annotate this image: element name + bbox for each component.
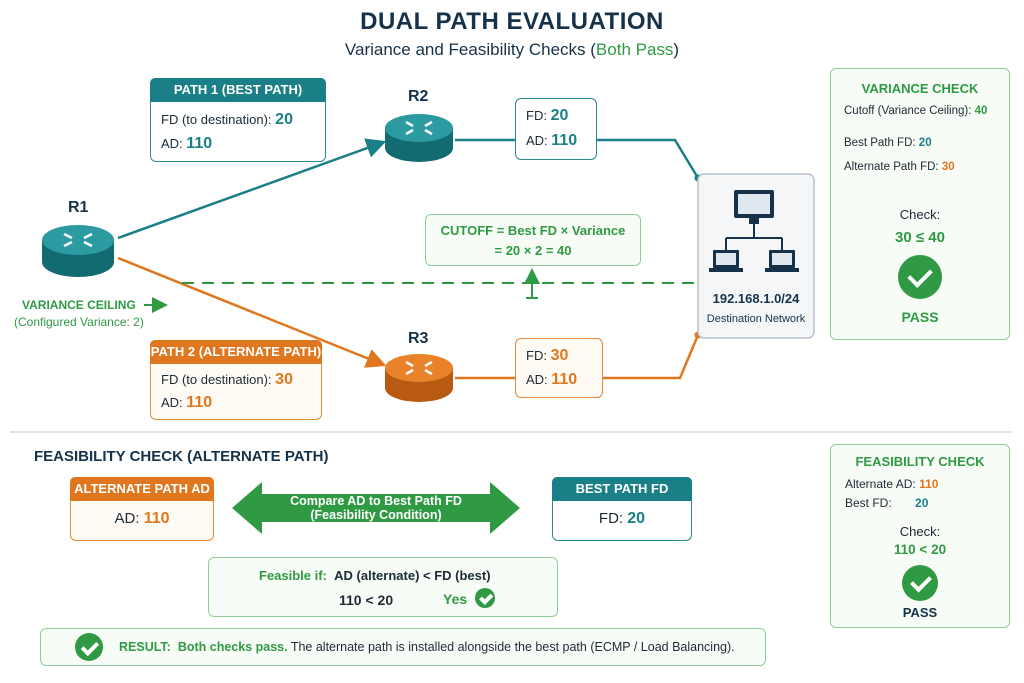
r3-fd-value: 30 <box>550 347 569 364</box>
variance-check-panel: VARIANCE CHECK Cutoff (Variance Ceiling)… <box>830 68 1010 340</box>
result-text: The alternate path is installed alongsid… <box>290 640 735 654</box>
path2-ad-value: 110 <box>186 394 213 411</box>
path2-header: PATH 2 (ALTERNATE PATH) <box>150 340 322 364</box>
alt-ad-header: ALTERNATE PATH AD <box>70 477 214 501</box>
r2-metrics-box: FD: 20 AD: 110 <box>515 98 597 160</box>
vc-best-label: Best Path FD: <box>844 137 916 149</box>
feasibility-pass-check-icon <box>902 565 938 601</box>
vc-result: PASS <box>901 309 939 325</box>
cond-expr: AD (alternate) < FD (best) <box>334 568 491 583</box>
vc-alt-value: 30 <box>941 161 955 173</box>
router-r2-icon <box>385 114 453 162</box>
best-fd-value: 20 <box>627 510 646 527</box>
vc-check-expr: 30 ≤ 40 <box>895 229 945 246</box>
path1-header: PATH 1 (BEST PATH) <box>150 78 326 102</box>
cond-result: Yes <box>443 591 468 607</box>
compare-text: Compare AD to Best Path FD (Feasibility … <box>262 494 490 522</box>
vc-best-value: 20 <box>918 137 932 149</box>
feasibility-title: FEASIBILITY CHECK (ALTERNATE PATH) <box>34 448 329 465</box>
r2-ad-label: AD: <box>526 133 548 148</box>
page-title: DUAL PATH EVALUATION <box>360 8 664 35</box>
fc-best-label: Best FD: <box>845 496 892 510</box>
destination-box <box>697 173 815 339</box>
router-r3-icon <box>385 354 453 402</box>
subtitle-pre: Variance and Feasibility Checks ( <box>344 40 596 59</box>
best-fd-header: BEST PATH FD <box>552 477 692 501</box>
router-r1-label: R1 <box>68 199 89 216</box>
vc-check-label: Check: <box>899 207 941 222</box>
path2-box: PATH 2 (ALTERNATE PATH) FD (to destinati… <box>150 340 322 420</box>
best-fd-box: BEST PATH FD FD: 20 <box>552 477 692 541</box>
destination-label: Destination Network <box>706 313 806 325</box>
r3-ad-label: AD: <box>526 372 548 387</box>
compare-arrow <box>232 482 520 534</box>
cutoff-box: CUTOFF = Best FD × Variance = 20 × 2 = 4… <box>425 214 641 266</box>
cond-prefix: Feasible if: <box>259 568 327 583</box>
feasibility-check-panel: FEASIBILITY CHECK Alternate AD: 110 Best… <box>830 444 1010 628</box>
path2-fd-value: 30 <box>275 371 293 388</box>
result-bar: RESULT: Both checks pass. The alternate … <box>40 628 766 666</box>
variance-check-title: VARIANCE CHECK <box>861 81 979 96</box>
fc-best-value: 20 <box>915 496 929 510</box>
compare-line1: Compare AD to Best Path FD <box>290 494 462 508</box>
link-r1-r2 <box>117 138 387 240</box>
variance-ceiling-sub: (Configured Variance: 2) <box>14 315 144 329</box>
r2-fd-value: 20 <box>550 107 569 124</box>
alt-ad-label: AD: <box>114 510 140 527</box>
variance-ceiling-label: VARIANCE CEILING <box>22 298 136 312</box>
path1-ad-label: AD: <box>161 136 183 151</box>
result-label: RESULT: <box>119 640 171 654</box>
r3-fd-label: FD: <box>526 348 547 363</box>
router-r2-label: R2 <box>408 88 429 105</box>
cond-eval: 110 < 20 <box>339 592 394 608</box>
r3-metrics-box: FD: 30 AD: 110 <box>515 338 603 398</box>
variance-pass-check-icon <box>898 255 942 299</box>
network-icon <box>709 190 799 272</box>
fc-title: FEASIBILITY CHECK <box>855 454 985 469</box>
path1-fd-value: 20 <box>275 111 293 128</box>
compare-line2: (Feasibility Condition) <box>310 508 442 522</box>
destination-network: 192.168.1.0/24 <box>712 291 800 306</box>
fc-check-expr: 110 < 20 <box>893 542 947 557</box>
r2-ad-value: 110 <box>551 132 578 149</box>
fc-alt-value: 110 <box>919 477 939 491</box>
router-r3-label: R3 <box>408 330 429 347</box>
cutoff-line2: = 20 × 2 = 40 <box>494 243 572 258</box>
vc-alt-label: Alternate Path FD: <box>844 161 939 173</box>
path2-fd-label: FD (to destination): <box>161 372 272 387</box>
cutoff-line1: CUTOFF = Best FD × Variance <box>440 223 626 238</box>
path1-box: PATH 1 (BEST PATH) FD (to destination): … <box>150 78 326 162</box>
feasible-condition-box: Feasible if: AD (alternate) < FD (best) … <box>208 557 558 617</box>
subtitle-pass: Both Pass <box>595 40 674 59</box>
link-r1-r3 <box>117 256 387 368</box>
result-check-icon <box>75 633 103 661</box>
alt-ad-value: 110 <box>143 510 170 527</box>
alt-ad-box: ALTERNATE PATH AD AD: 110 <box>70 477 214 541</box>
path1-ad-value: 110 <box>186 135 213 152</box>
subtitle-post: ) <box>673 40 680 59</box>
router-r1-icon <box>42 225 114 277</box>
fc-check-label: Check: <box>899 524 941 539</box>
r3-ad-value: 110 <box>551 371 578 388</box>
fc-alt-label: Alternate AD: <box>845 477 916 491</box>
path1-fd-label: FD (to destination): <box>161 112 272 127</box>
r2-fd-label: FD: <box>526 108 547 123</box>
fc-result: PASS <box>902 605 938 620</box>
path2-ad-label: AD: <box>161 395 183 410</box>
cond-yes-check-icon <box>475 588 495 608</box>
vc-cutoff-value: 40 <box>974 105 988 117</box>
result-highlight: Both checks pass. <box>177 640 288 654</box>
page-subtitle: Variance and Feasibility Checks (Both Pa… <box>0 40 1024 60</box>
best-fd-label: FD: <box>598 510 624 527</box>
vc-cutoff-label: Cutoff (Variance Ceiling): <box>844 105 972 117</box>
